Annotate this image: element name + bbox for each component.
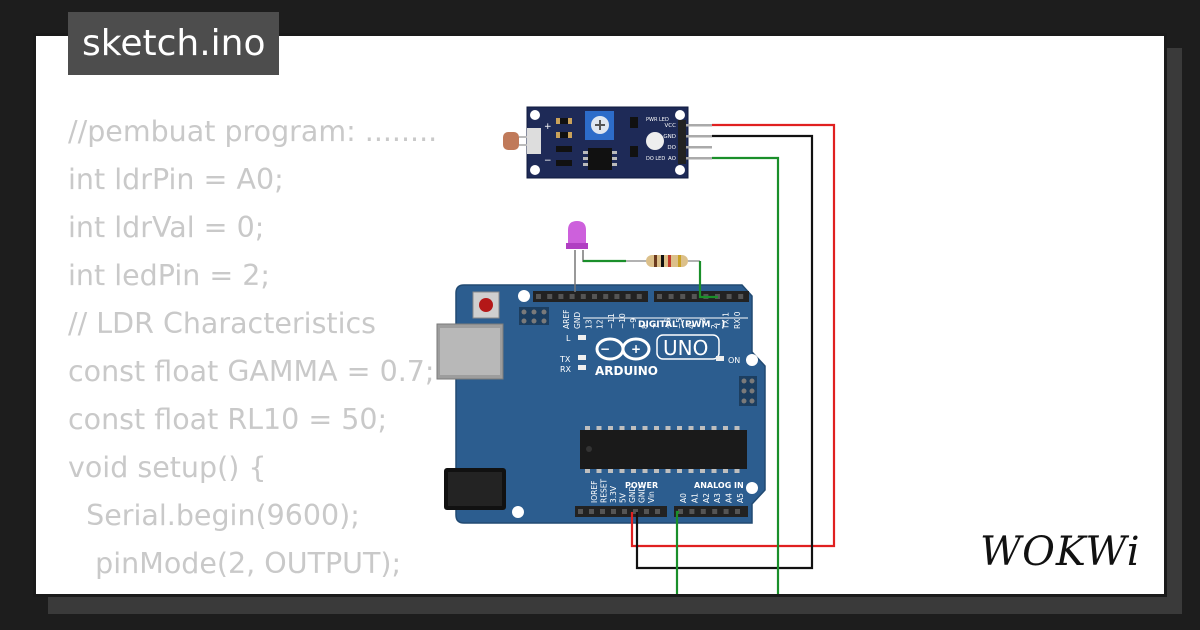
on-led [716, 356, 724, 361]
module-led [646, 132, 664, 150]
code-line: int ledPin = 2; [68, 259, 271, 292]
mount-hole [746, 354, 758, 366]
power-pin-label: RESET [600, 479, 609, 503]
code-line: //pembuat program: ........ [68, 115, 438, 148]
pin-label-gnd: GND [663, 134, 676, 140]
svg-text:TX: TX [559, 355, 571, 364]
wire-ao [712, 156, 780, 594]
power-pin-label: GND [628, 486, 637, 503]
digital-pin-label: 2 [710, 324, 719, 329]
svg-text:−: − [600, 342, 610, 356]
digital-pin-label: 12 [596, 319, 605, 329]
wires [583, 123, 836, 594]
l-led [578, 335, 586, 340]
digital-pin-label: 13 [584, 319, 593, 329]
digital-pin-label: ~5 [675, 318, 684, 329]
comparator-chip [588, 148, 612, 170]
svg-text:−: − [544, 156, 552, 166]
code-line: pinMode(2, OUTPUT); [68, 547, 402, 580]
svg-text:+: + [631, 342, 641, 356]
svg-text:L: L [566, 334, 571, 343]
digital-pin-label: ~6 [664, 318, 673, 329]
wire-a0 [675, 510, 679, 594]
analog-pin-label: A4 [725, 493, 734, 503]
mount-hole [512, 506, 524, 518]
power-header-label: POWER [625, 481, 658, 490]
power-header [575, 506, 667, 517]
digital-pin-label: ~11 [607, 313, 616, 329]
rx-led [578, 365, 586, 370]
power-pin-label: 3.3V [609, 485, 618, 503]
digital-pin-label: AREF [562, 310, 571, 329]
code-line: int ldrVal = 0; [68, 211, 265, 244]
digital-header-left [533, 291, 648, 302]
code-line: const float RL10 = 50; [68, 403, 388, 436]
analog-pin-label: A5 [736, 493, 745, 503]
pin-label-do: DO [667, 145, 676, 151]
mount-hole [518, 290, 530, 302]
arduino-brand-label: ARDUINO [595, 364, 658, 378]
digital-header-label: DIGITAL (PWM ~) [638, 320, 725, 330]
digital-pin-label: ~10 [618, 313, 627, 329]
svg-text:ON: ON [728, 356, 740, 365]
power-pin-label: 5V [619, 492, 628, 503]
code-line: // LDR Characteristics [68, 307, 377, 340]
sketch-file-name: sketch.ino [68, 12, 280, 75]
digital-pin-label: 4 [687, 324, 696, 329]
tx-led [578, 355, 586, 360]
digital-pin-label: 8 [640, 324, 649, 329]
analog-pin-label: A1 [690, 493, 699, 503]
svg-text:WOKWi: WOKWi [980, 529, 1141, 575]
digital-pin-label: GND [573, 312, 582, 329]
code-line: int ldrPin = A0; [68, 163, 284, 196]
code-line: Serial.begin(9600); [68, 499, 360, 532]
atmega-chip [580, 430, 747, 469]
resistor [626, 255, 700, 267]
code-line: const float GAMMA = 0.7; [68, 355, 435, 388]
pwr-led-label: PWR LED [646, 117, 669, 123]
arduino-logo [595, 337, 651, 361]
board-model-label: UNO [663, 336, 708, 360]
analog-pin-label: A0 [679, 493, 688, 503]
photoresistor [503, 132, 519, 150]
ldr-sensor-module: + − PWR LED [503, 106, 712, 179]
wokwi-logo: WOKWi [980, 529, 1141, 575]
power-pin-label: GND [638, 486, 647, 503]
digital-pin-label: ~3 [698, 318, 707, 329]
led-purple [566, 221, 588, 292]
pin-label-ao: AO [668, 156, 677, 162]
mount-hole [746, 482, 758, 494]
digital-pin-label: RX 0 [733, 311, 742, 329]
analog-header-label: ANALOG IN [694, 481, 744, 490]
analog-pin-label: A2 [702, 493, 711, 503]
digital-pin-label: TX 1 [722, 312, 731, 330]
digital-pin-label: ~9 [629, 318, 638, 329]
svg-text:RX: RX [560, 365, 572, 374]
wire-gnd-gnd [635, 134, 814, 570]
wire-vcc-5v [630, 123, 836, 548]
pin-label-vcc: VCC [665, 123, 677, 129]
power-pin-label: IOREF [590, 481, 599, 503]
do-led-label: DO LED [646, 156, 665, 162]
power-pin-label: Vin [647, 491, 656, 503]
analog-header [674, 506, 748, 517]
digital-pin-label: 7 [652, 324, 661, 329]
code-preview: //pembuat program: ........ int ldrPin = … [68, 108, 438, 594]
analog-pin-label: A3 [713, 493, 722, 503]
svg-text:+: + [544, 122, 552, 132]
wire-resistor-pin2 [698, 261, 718, 299]
code-line: void setup() { [68, 451, 267, 484]
